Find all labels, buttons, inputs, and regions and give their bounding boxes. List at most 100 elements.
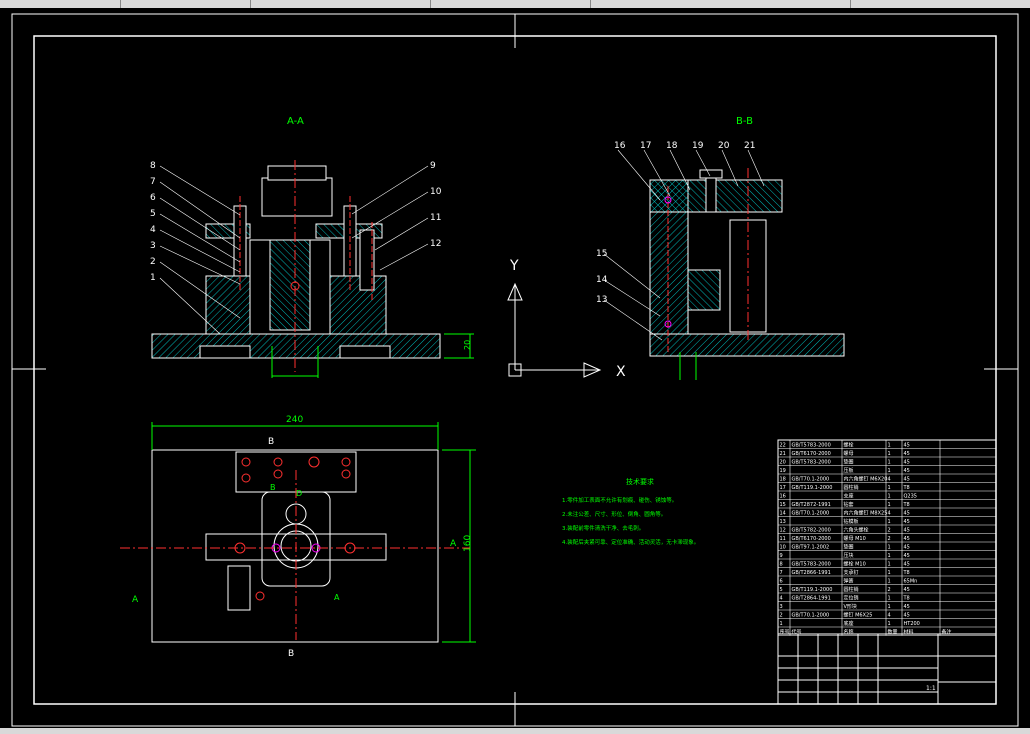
table-cell: 压板	[844, 467, 854, 474]
table-cell: HT200	[904, 621, 920, 627]
table-cell: 螺母 M10	[844, 535, 866, 542]
table-cell: 垫圈	[844, 459, 854, 466]
table-cell: 45	[904, 613, 910, 619]
balloons-left: 8 7 6 5 4 3 2 1	[150, 161, 241, 335]
toolbar-strip	[0, 0, 1030, 8]
plan-label-b-small: B	[270, 483, 276, 492]
table-cell: 2	[888, 536, 891, 542]
section-aa-title: A-A	[287, 116, 304, 127]
balloon-20: 20	[718, 141, 730, 151]
tech-note-line: 1.零件加工表面不允许有划痕、碰伤、锈蚀等。	[562, 496, 677, 504]
table-cell: 内六角螺钉 M6X20	[844, 476, 888, 483]
table-cell: 螺栓 M10	[844, 561, 866, 568]
table-cell: GB/T97.1-2002	[792, 545, 830, 551]
table-cell: 1	[888, 579, 891, 585]
ucs-icon: Y X	[507, 258, 626, 380]
table-cell: 数量	[888, 629, 898, 636]
table-cell: 材料	[904, 629, 914, 636]
table-cell: GB/T5783-2000	[792, 562, 831, 568]
title-block-scale: 1:1	[926, 685, 936, 692]
balloons-bb-side: 15 14 13	[596, 249, 663, 341]
balloon-6: 6	[150, 193, 156, 203]
table-cell: 45	[904, 545, 910, 551]
table-cell: 1	[888, 545, 891, 551]
section-bb-view	[649, 168, 845, 380]
toolbar-segment[interactable]	[120, 0, 251, 8]
table-cell: 1	[888, 621, 891, 627]
table-cell: 45	[904, 587, 910, 593]
dim-width-240: 240	[286, 415, 303, 425]
table-cell: GB/T5783-2000	[792, 460, 831, 466]
table-cell: 4	[888, 613, 891, 619]
plan-view: 240 160 B B A A A B D	[120, 415, 476, 659]
table-cell: GB/T119.1-2000	[792, 485, 833, 491]
table-cell: 20	[780, 460, 786, 466]
table-cell: 1	[888, 451, 891, 457]
table-cell: GB/T119.1-2000	[792, 587, 833, 593]
table-cell: 1	[888, 494, 891, 500]
table-cell: 钻模板	[844, 518, 859, 525]
table-cell: 45	[904, 468, 910, 474]
table-cell: 1	[888, 468, 891, 474]
table-cell: T8	[903, 502, 910, 508]
balloon-21: 21	[744, 141, 755, 151]
table-cell: 代号	[792, 629, 802, 636]
tech-notes: 技术要求 1.零件加工表面不允许有划痕、碰伤、锈蚀等。 2.未注公差、尺寸、形位…	[562, 477, 699, 546]
table-cell: 18	[780, 477, 786, 483]
table-cell: 21	[780, 451, 786, 457]
table-cell: 10	[780, 545, 786, 551]
balloons-right: 9 10 11 12	[351, 161, 442, 271]
table-cell: 压块	[844, 552, 854, 559]
table-cell: 1	[888, 519, 891, 525]
table-cell: GB/T2866-1991	[792, 570, 831, 576]
table-cell: 名称	[844, 629, 854, 636]
table-cell: 16	[780, 494, 786, 500]
table-cell: 45	[904, 511, 910, 517]
table-cell: V形块	[844, 603, 857, 610]
balloon-11: 11	[430, 213, 441, 223]
ucs-x-label: X	[616, 364, 626, 380]
table-cell: 22	[780, 443, 786, 449]
table-cell: 1	[888, 460, 891, 466]
table-cell: 7	[780, 570, 783, 576]
tech-note-line: 4.装配后夹紧可靠、定位准确、活动灵活，无卡滞现象。	[562, 538, 699, 546]
balloon-4: 4	[150, 225, 156, 235]
status-strip	[0, 728, 1030, 734]
toolbar-segment[interactable]	[590, 0, 851, 8]
table-cell: 2	[780, 613, 783, 619]
balloon-9: 9	[430, 161, 436, 171]
table-cell: 2	[888, 528, 891, 534]
toolbar-segment[interactable]	[250, 0, 431, 8]
table-cell: 1	[888, 596, 891, 602]
table-cell: 12	[780, 528, 786, 534]
table-cell: 1	[780, 621, 783, 627]
tech-note-line: 3.装配前零件清洗干净、去毛刺。	[562, 524, 644, 532]
table-cell: 1	[888, 570, 891, 576]
table-cell: 45	[904, 477, 910, 483]
section-aa-view: 20	[151, 160, 474, 378]
cad-drawing[interactable]: A-A 20	[0, 8, 1030, 730]
drawing-canvas[interactable]: A-A 20	[0, 8, 1030, 730]
table-cell: 1	[888, 443, 891, 449]
toolbar-segment[interactable]	[0, 0, 121, 8]
table-cell: 备注	[942, 629, 952, 636]
toolbar-segment[interactable]	[430, 0, 591, 8]
table-cell: 支座	[844, 493, 854, 500]
table-cell: 2	[888, 587, 891, 593]
balloon-3: 3	[150, 241, 156, 251]
title-block: 1:1	[778, 633, 996, 704]
table-cell: 1	[888, 604, 891, 610]
table-cell: GB/T6170-2000	[792, 536, 831, 542]
balloon-1: 1	[150, 273, 156, 283]
table-cell: T8	[903, 570, 910, 576]
table-cell: GB/T70.1-2000	[792, 613, 830, 619]
tech-note-line: 2.未注公差、尺寸、形位、倒角、圆角等。	[562, 510, 666, 518]
table-cell: 45	[904, 562, 910, 568]
table-cell: 螺栓	[844, 442, 854, 449]
table-cell: GB/T5783-2000	[792, 443, 831, 449]
balloons-bb-top: 16 17 18 19 20 21	[614, 141, 765, 201]
table-cell: GB/T5782-2000	[792, 528, 831, 534]
table-cell: 13	[780, 519, 786, 525]
table-cell: 4	[888, 477, 891, 483]
